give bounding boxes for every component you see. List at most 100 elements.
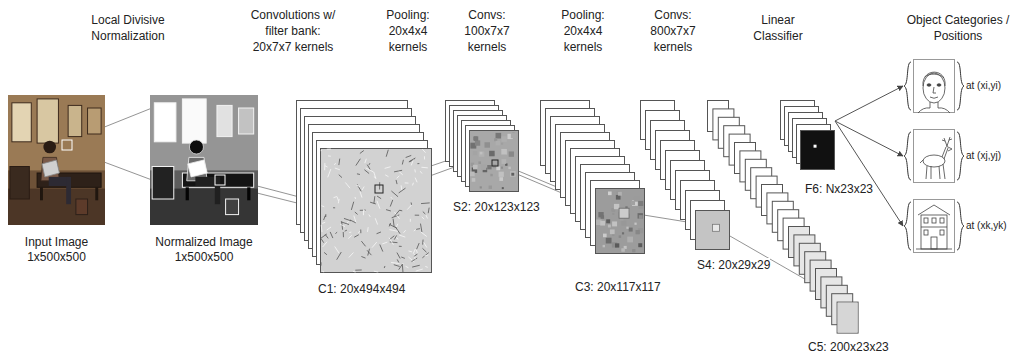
map-texture [489,151,494,156]
map-texture [394,170,402,172]
chair [10,167,29,200]
building-sketch [932,218,936,223]
map-texture [618,192,622,196]
map-texture [391,197,393,199]
map-texture [615,243,619,247]
map-texture [422,253,428,258]
map-texture [413,249,415,254]
map-texture [608,225,611,228]
stack-drawing [296,100,432,273]
category-image [914,60,955,113]
map-texture [499,177,503,181]
face-sketch [937,84,941,86]
map-texture [374,172,376,179]
map-texture [414,254,416,260]
map-texture [343,232,344,237]
person-head [189,140,203,154]
map-texture [422,217,424,219]
map-texture [337,197,338,201]
map-texture [324,214,326,220]
bench-leg [247,187,250,200]
map-texture [608,192,612,196]
category-box: at (xk,yk) [903,198,1011,254]
map-texture [391,191,398,197]
map-texture [801,131,834,169]
map-texture [396,238,398,240]
layer-heading: Local Divisive Normalization [73,12,183,44]
window [182,99,206,143]
input-image: Input Image 1x500x500 [8,95,105,225]
map-texture [622,232,624,234]
map-texture [321,262,322,265]
map-texture [601,215,605,219]
map-texture [354,197,356,199]
layer-size-label: C3: 20x117x117 [575,280,661,295]
receptive-field [215,175,225,185]
map-texture [415,215,419,216]
map-texture [341,222,349,225]
map-texture [325,166,327,167]
stack-drawing [445,100,519,192]
map-texture [473,165,478,170]
map-texture [627,237,633,243]
receptive-field [375,185,383,193]
map-texture [362,187,364,191]
window [37,99,58,143]
map-texture [385,175,388,177]
map-texture [490,174,492,176]
building-sketch [916,205,952,249]
map-texture [335,247,339,253]
picture-frame [217,105,232,136]
map-texture [356,159,361,166]
photo-drawing [150,95,258,225]
bench-leg [186,187,189,200]
map-texture [603,234,607,238]
map-texture [337,252,342,260]
map-texture [474,136,479,141]
map-texture [375,218,377,224]
map-texture [425,266,427,268]
map-texture [629,228,633,232]
map-texture [356,185,360,187]
map-texture [603,245,605,247]
person-legs [215,177,220,204]
map-texture [321,206,324,207]
map-texture [321,225,323,232]
map-texture [348,235,352,238]
map-texture [322,271,324,273]
map-texture [333,207,335,208]
map-texture [377,196,381,199]
map-texture [410,219,411,222]
bag [226,199,239,215]
position-label: at (xk,yk) [966,220,1007,232]
detection-arrow [835,121,903,226]
map-texture [480,186,482,188]
category-image [914,130,955,183]
map-texture [322,222,325,223]
map-texture [355,269,361,270]
window [12,103,31,142]
bag [76,199,88,215]
map-texture [373,196,375,203]
map-texture [635,230,639,234]
map-texture [399,264,403,270]
map-texture [838,303,858,333]
map-texture [360,191,362,197]
map-texture [631,201,635,205]
map-texture [470,172,475,177]
picture-frame [88,108,102,134]
map-texture [389,238,393,245]
layer-heading: Convolutions w/ filter bank: 20x7x7 kern… [248,7,338,55]
map-texture [394,210,399,216]
map-texture [414,169,416,172]
map-texture [421,167,427,169]
map-texture [328,155,331,156]
map-texture [471,144,475,148]
map-texture [424,242,427,247]
map-texture [481,164,487,170]
map-texture [421,202,430,204]
map-texture [479,151,485,157]
map-texture [412,183,414,186]
map-texture [511,133,516,138]
layer-heading: Object Categories / Positions [903,12,1013,44]
